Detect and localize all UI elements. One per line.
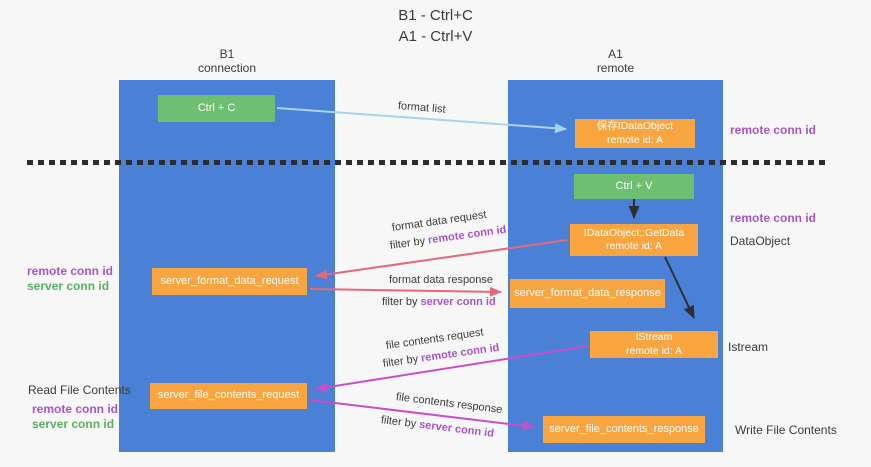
node-idataobject-getdata: IDataObject::GetData remote id: A — [570, 224, 698, 256]
node-save-idataobject-line1: 保存IDataObject — [596, 120, 674, 133]
side-label-remote-conn-id-left: remote conn id — [27, 264, 114, 278]
edge-label-filter-server-2: filter by server conn id — [380, 414, 494, 440]
node-getdata-line2: remote id: A — [605, 240, 663, 252]
node-save-idataobject-line2: remote id: A — [606, 133, 664, 146]
node-ctrl-c-label: Ctrl + C — [197, 101, 236, 114]
lane-header-b1: B1 connection — [119, 47, 335, 76]
side-label-write-file-contents: Write File Contents — [735, 423, 837, 437]
node-ctrl-c: Ctrl + C — [158, 95, 275, 122]
node-server-file-contents-request: server_file_contents_request — [150, 383, 307, 409]
node-istream: IStream remote id: A — [590, 331, 718, 358]
edge-label-format-data-response: format data response — [389, 274, 493, 286]
node-istream-line2: remote id: A — [625, 344, 683, 357]
node-istream-line1: IStream — [635, 331, 673, 344]
diagram-title-line1: B1 - Ctrl+C — [398, 7, 473, 24]
node-ctrl-v-label: Ctrl + V — [615, 179, 653, 192]
server-conn-id-text: server conn id — [418, 418, 495, 440]
lane-a1-subtitle: remote — [596, 60, 635, 75]
filter-by-text: filter by — [382, 352, 422, 370]
node-file-request-label: server_file_contents_request — [157, 389, 300, 402]
side-label-server-conn-id-left: server conn id — [27, 279, 110, 293]
node-getdata-line1: IDataObject::GetData — [583, 226, 685, 239]
filter-by-text: filter by — [380, 414, 420, 431]
side-label-dataobject: DataObject — [730, 234, 791, 248]
node-file-response-label: server_file_contents_response — [549, 422, 699, 435]
side-label-remote-conn-id-mid: remote conn id — [730, 211, 817, 225]
lane-header-a1: A1 remote — [508, 47, 723, 76]
arrow-format-data-response — [309, 286, 502, 297]
node-server-file-contents-response: server_file_contents_response — [543, 416, 705, 443]
edge-label-format-list: format list — [397, 100, 447, 116]
node-format-response-label: server_format_data_response — [514, 286, 661, 299]
node-save-idataobject: 保存IDataObject remote id: A — [575, 119, 695, 148]
node-ctrl-v: Ctrl + V — [574, 174, 694, 199]
diagram-title-line2: A1 - Ctrl+V — [398, 28, 473, 45]
filter-by-text: filter by — [389, 234, 429, 252]
side-label-read-file-contents: Read File Contents — [28, 383, 131, 397]
side-label-remote-conn-id-top: remote conn id — [730, 123, 817, 137]
node-server-format-data-request: server_format_data_request — [152, 268, 307, 295]
lane-a1-name: A1 — [608, 47, 623, 61]
filter-by-text: filter by — [382, 296, 421, 308]
lane-b1-subtitle: connection — [197, 60, 257, 75]
edge-label-filter-server-1: filter by server conn id — [382, 296, 496, 308]
node-format-request-label: server_format_data_request — [160, 274, 299, 287]
lane-b1-name: B1 — [219, 47, 235, 61]
edge-label-file-contents-response: file contents response — [395, 391, 503, 416]
server-conn-id-text: server conn id — [420, 296, 496, 308]
node-server-format-data-response: server_format_data_response — [510, 279, 665, 308]
side-label-istream: Istream — [728, 340, 769, 354]
side-label-server-conn-id-bottom: server conn id — [32, 417, 115, 431]
side-label-remote-conn-id-bottom: remote conn id — [32, 402, 119, 416]
phase-separator-dashed-line — [27, 160, 830, 165]
